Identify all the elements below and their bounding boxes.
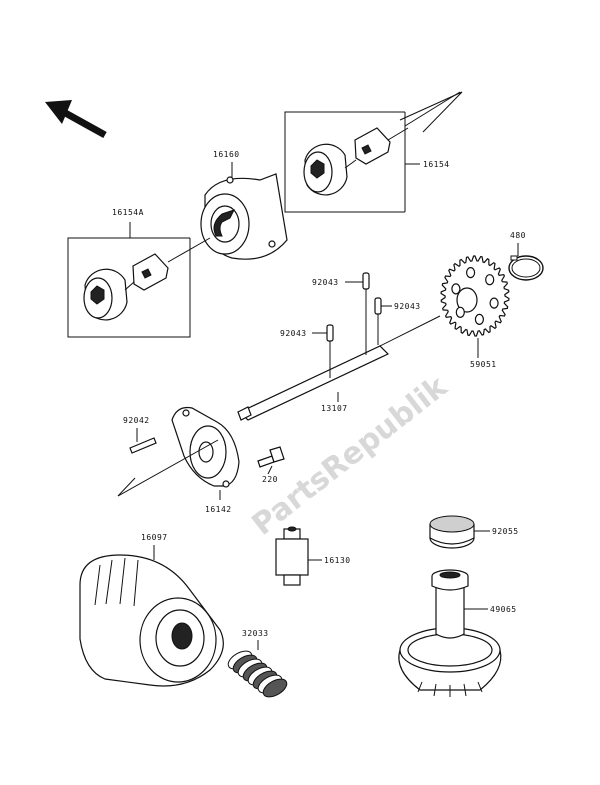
oil-filter-16097	[79, 554, 224, 687]
label-59051: 59051	[470, 360, 497, 369]
fitting-16130	[275, 526, 309, 586]
gear-hole	[466, 267, 476, 279]
spring-coil	[262, 678, 288, 698]
gear-hub	[456, 287, 478, 313]
label-16097: 16097	[141, 533, 168, 542]
cap-92055	[429, 515, 475, 549]
shaft-13107	[237, 315, 441, 421]
outer-rotor-16154	[303, 143, 348, 196]
front-arrow-icon	[45, 100, 107, 139]
label-16160: 16160	[213, 150, 240, 159]
label-92042: 92042	[123, 416, 150, 425]
label-220: 220	[262, 475, 278, 484]
label-16154: 16154	[423, 160, 450, 169]
outer-rotor-16154A	[83, 268, 128, 321]
circlip-480	[508, 255, 544, 281]
label-16130: 16130	[324, 556, 351, 565]
label-92055: 92055	[492, 527, 519, 536]
gear-hole	[474, 313, 484, 325]
label-480: 480	[510, 231, 526, 240]
pin-92043-right	[374, 297, 382, 345]
pin-92043-top	[362, 272, 370, 355]
pump-body-16160	[200, 173, 288, 260]
label-92043-a: 92043	[312, 278, 339, 287]
box-16154A	[67, 237, 191, 338]
label-32033: 32033	[242, 629, 269, 638]
gear-59051	[440, 255, 510, 337]
label-92043-b: 92043	[394, 302, 421, 311]
pin-92042	[129, 437, 157, 454]
gear-hole	[489, 297, 499, 309]
label-13107: 13107	[321, 404, 348, 413]
label-16154A: 16154A	[112, 208, 144, 217]
strainer-49065	[398, 569, 502, 697]
gear-hole	[485, 274, 495, 286]
label-49065: 49065	[490, 605, 517, 614]
bolt-220	[257, 446, 285, 468]
inner-rotor-16154	[354, 127, 391, 165]
gear-hole	[455, 306, 465, 318]
gear-hole	[451, 283, 461, 295]
spring-32033	[227, 650, 288, 698]
label-92043-c: 92043	[280, 329, 307, 338]
inner-rotor-16154A	[132, 253, 169, 291]
label-16142: 16142	[205, 505, 232, 514]
box-16154	[284, 111, 406, 213]
